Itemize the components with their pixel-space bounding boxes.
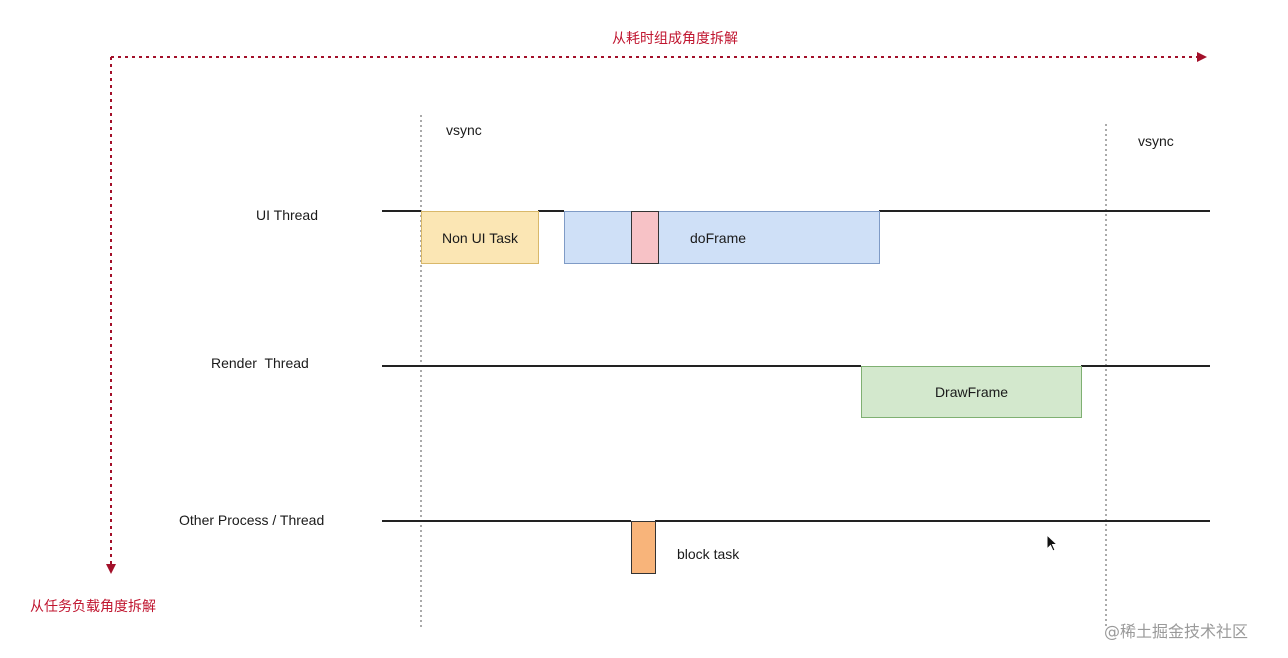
time-axis-label: 从耗时组成角度拆解 bbox=[612, 31, 738, 47]
ui-thread-label: UI Thread bbox=[256, 207, 318, 223]
task-axis-label: 从任务负载角度拆解 bbox=[30, 599, 156, 615]
non-ui-task-block: Non UI Task bbox=[421, 211, 539, 264]
block-task-block bbox=[631, 521, 656, 574]
do-frame-label: doFrame bbox=[690, 229, 747, 246]
render-thread-label: Render Thread bbox=[211, 355, 309, 371]
watermark: @稀土掘金技术社区 bbox=[1104, 622, 1249, 641]
do-frame-block: doFrame bbox=[564, 211, 880, 264]
blocked-slice-block bbox=[631, 211, 659, 264]
vsync-label-left: vsync bbox=[446, 122, 482, 138]
other-thread-label: Other Process / Thread bbox=[179, 512, 325, 528]
mouse-cursor-icon bbox=[1046, 534, 1059, 552]
block-task-label: block task bbox=[677, 546, 740, 562]
draw-frame-block: DrawFrame bbox=[861, 366, 1082, 418]
non-ui-task-label: Non UI Task bbox=[442, 229, 518, 246]
draw-frame-label: DrawFrame bbox=[934, 384, 1009, 400]
vsync-label-right: vsync bbox=[1138, 133, 1174, 149]
